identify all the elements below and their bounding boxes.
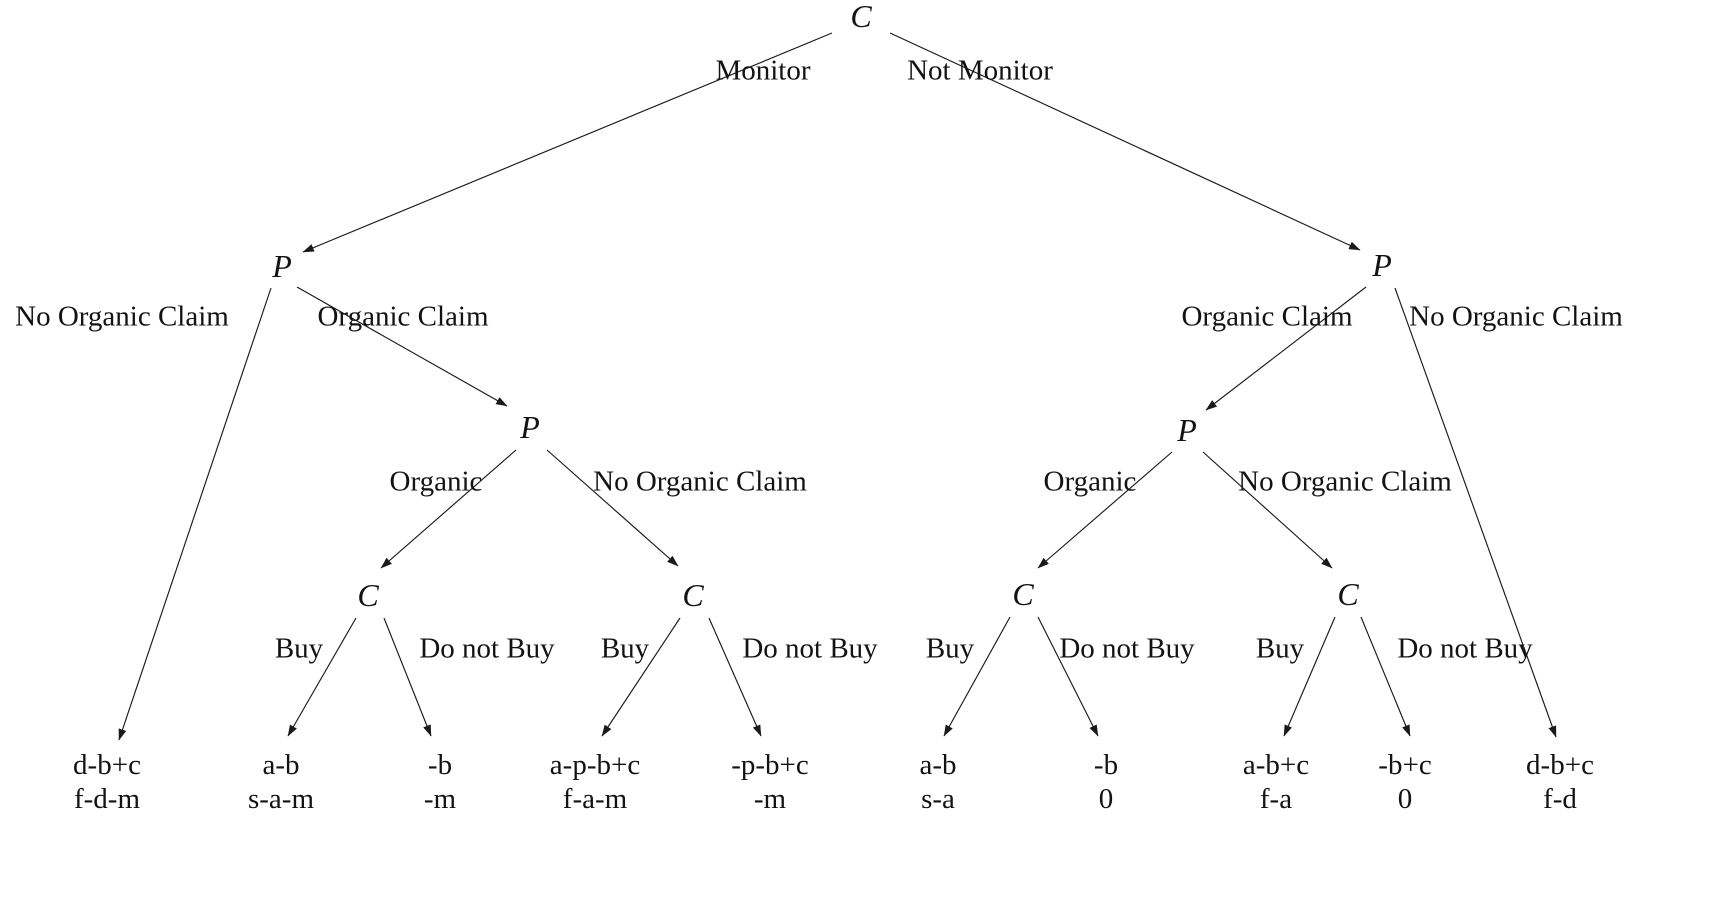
edge-label-left-organic: Organic	[389, 465, 483, 498]
node-consumer-2: C	[679, 579, 707, 611]
edge-label-buy-2: Buy	[600, 632, 650, 665]
leaf-payoff-8: a-b+c f-a	[1243, 748, 1309, 816]
edge-label-left-no-organic-claim: No Organic Claim	[15, 300, 229, 333]
node-consumer-3: C	[1009, 578, 1037, 610]
edge-label-buy-3: Buy	[925, 632, 975, 665]
edge-do-not-buy-1	[383, 617, 432, 737]
node-left-producer: P	[269, 250, 295, 282]
edge-label-do-not-buy-1: Do not Buy	[419, 632, 555, 665]
edge-label-right-organic-claim: Organic Claim	[1181, 300, 1353, 333]
leaf-payoff-1: d-b+c f-d-m	[73, 748, 141, 816]
leaf-payoff-9-line1: -b+c	[1378, 749, 1432, 781]
edge-right-organic	[1037, 451, 1173, 569]
edge-label-buy-1: Buy	[274, 632, 324, 665]
edge-label-left-organic-claim: Organic Claim	[317, 300, 489, 333]
leaf-payoff-1-line2: f-d-m	[73, 783, 141, 815]
node-right-producer: P	[1369, 249, 1395, 281]
edge-buy-3	[943, 616, 1011, 737]
leaf-payoff-7-line1: -b	[1093, 749, 1119, 781]
edge-buy-1	[287, 617, 357, 737]
edge-left-mid-no-organic-claim	[546, 449, 679, 567]
leaf-payoff-4-line1: a-p-b+c	[549, 749, 641, 781]
leaf-payoff-9: -b+c 0	[1378, 748, 1431, 816]
edge-label-right-no-organic-claim: No Organic Claim	[1409, 300, 1623, 333]
edge-label-left-mid-no-organic-claim: No Organic Claim	[593, 465, 807, 498]
edge-do-not-buy-4	[1360, 616, 1411, 737]
leaf-payoff-4-line2: f-a-m	[562, 783, 628, 815]
edge-right-mid-no-organic-claim	[1202, 451, 1333, 569]
leaf-payoff-9-line2: 0	[1397, 783, 1413, 815]
leaf-payoff-2: a-b s-a-m	[248, 748, 314, 816]
leaf-payoff-5-line2: -m	[753, 783, 787, 815]
edge-left-organic	[380, 449, 517, 569]
leaf-payoff-7-line2: 0	[1098, 783, 1114, 815]
leaf-payoff-6-line2: s-a	[921, 783, 955, 815]
leaf-payoff-3-line1: -b	[427, 749, 453, 781]
edge-right-organic-claim	[1205, 286, 1367, 411]
edge-label-do-not-buy-4: Do not Buy	[1397, 632, 1533, 665]
leaf-payoff-7: -b 0	[1094, 748, 1118, 816]
edge-left-organic-claim	[296, 286, 508, 407]
edge-label-buy-4: Buy	[1255, 632, 1305, 665]
leaf-payoff-10-line1: d-b+c	[1526, 749, 1594, 781]
edge-buy-4	[1283, 616, 1336, 737]
leaf-payoff-2-line2: s-a-m	[247, 783, 315, 815]
node-left-producer-2: P	[517, 411, 543, 443]
edge-not-monitor	[889, 32, 1361, 251]
edge-buy-2	[601, 617, 681, 737]
node-root-chance: C	[847, 0, 875, 32]
leaf-payoff-4: a-p-b+c f-a-m	[550, 748, 640, 816]
edge-label-do-not-buy-3: Do not Buy	[1059, 632, 1195, 665]
leaf-payoff-10-line2: f-d	[1543, 783, 1577, 815]
edge-do-not-buy-3	[1037, 616, 1099, 737]
node-right-producer-2: P	[1174, 414, 1200, 446]
leaf-payoff-3: -b -m	[424, 748, 456, 816]
edge-label-right-organic: Organic	[1043, 465, 1137, 498]
node-consumer-1: C	[354, 579, 382, 611]
edge-right-no-organic-claim	[1394, 287, 1557, 738]
leaf-payoff-5: -p-b+c -m	[731, 748, 809, 816]
leaf-payoff-8-line1: a-b+c	[1242, 749, 1310, 781]
edge-label-monitor: Monitor	[715, 54, 811, 87]
edge-label-not-monitor: Not Monitor	[907, 54, 1053, 87]
edge-label-do-not-buy-2: Do not Buy	[742, 632, 878, 665]
leaf-payoff-6: a-b s-a	[919, 748, 956, 816]
leaf-payoff-1-line1: d-b+c	[73, 749, 141, 781]
leaf-payoff-3-line2: -m	[423, 783, 457, 815]
leaf-payoff-10: d-b+c f-d	[1526, 748, 1594, 816]
leaf-payoff-8-line2: f-a	[1259, 783, 1293, 815]
leaf-payoff-2-line1: a-b	[262, 749, 300, 781]
leaf-payoff-5-line1: -p-b+c	[731, 749, 809, 781]
edge-left-no-organic-claim	[118, 287, 272, 741]
node-consumer-4: C	[1334, 578, 1362, 610]
edge-monitor	[302, 32, 833, 253]
edge-do-not-buy-2	[708, 617, 762, 737]
edge-label-right-mid-no-organic-claim: No Organic Claim	[1238, 465, 1452, 498]
leaf-payoff-6-line1: a-b	[919, 749, 957, 781]
